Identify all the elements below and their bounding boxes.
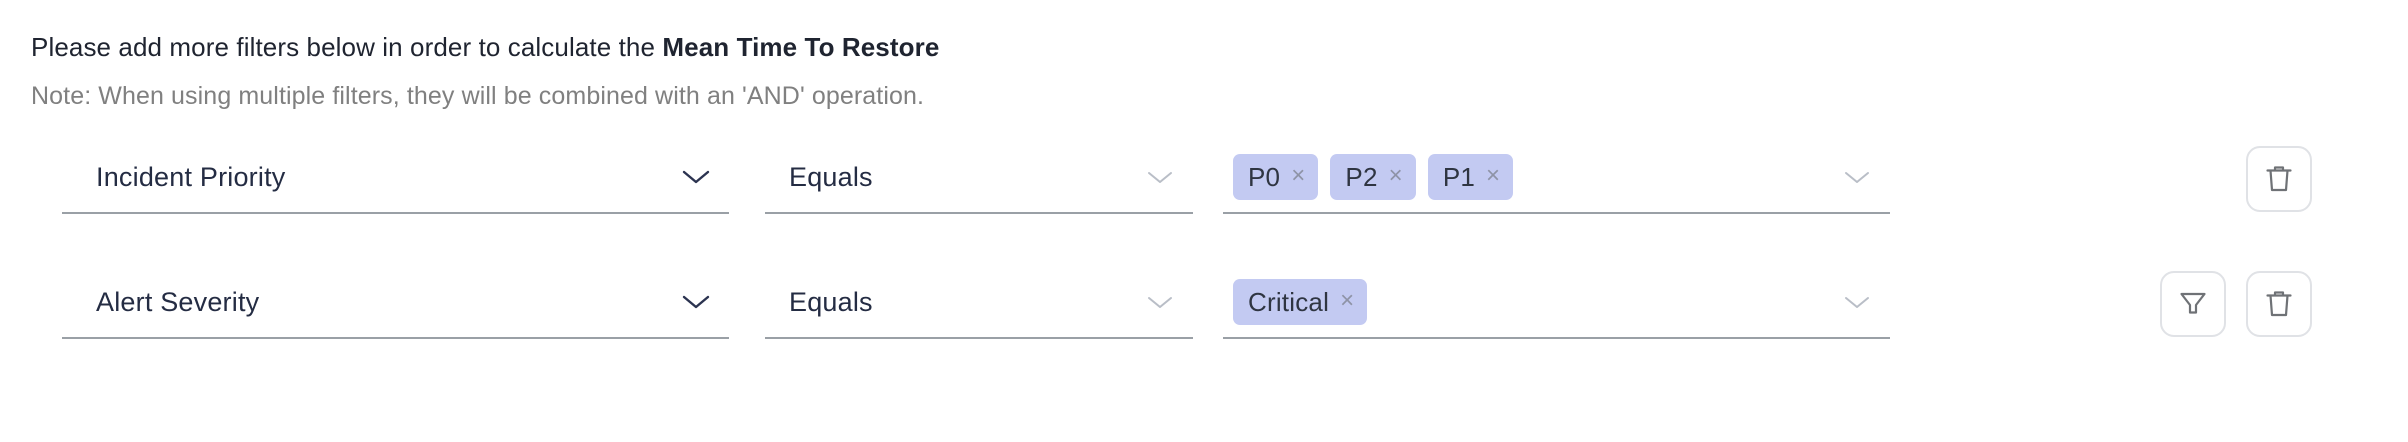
row-actions xyxy=(2246,146,2312,212)
trash-icon xyxy=(2264,288,2294,320)
row-actions xyxy=(2160,271,2312,337)
value-chip[interactable]: Critical × xyxy=(1233,279,1368,325)
chevron-down-icon[interactable] xyxy=(1842,168,1872,186)
attribute-select[interactable]: Alert Severity xyxy=(62,267,729,339)
attribute-select-value: Incident Priority xyxy=(96,162,286,192)
instruction-text: Please add more filters below in order t… xyxy=(31,32,2408,62)
values-multiselect[interactable]: P0 × P2 × P1 × xyxy=(1223,142,1890,214)
value-chip[interactable]: P1 × xyxy=(1427,154,1514,200)
remove-chip-icon[interactable]: × xyxy=(1340,287,1355,314)
metric-name: Mean Time To Restore xyxy=(662,32,940,62)
attribute-select-value: Alert Severity xyxy=(96,287,260,317)
filter-row: Incident Priority Equals P0 × xyxy=(0,142,2408,267)
value-chip-label: P0 xyxy=(1248,161,1281,192)
note-text: Note: When using multiple filters, they … xyxy=(31,82,925,110)
operator-select-value: Equals xyxy=(789,287,873,317)
trash-icon xyxy=(2264,163,2294,195)
remove-chip-icon[interactable]: × xyxy=(1291,162,1306,189)
value-chip[interactable]: P0 × xyxy=(1233,154,1319,200)
selected-values: Critical × xyxy=(1233,279,1880,325)
remove-chip-icon[interactable]: × xyxy=(1486,162,1501,189)
add-filter-button[interactable] xyxy=(2160,271,2226,337)
value-chip-label: P1 xyxy=(1442,161,1476,192)
value-chip-label: P2 xyxy=(1345,161,1378,192)
value-chip[interactable]: P2 × xyxy=(1330,154,1416,200)
operator-select-value: Equals xyxy=(789,162,873,192)
values-multiselect[interactable]: Critical × xyxy=(1223,267,1890,339)
chevron-down-icon[interactable] xyxy=(1145,168,1175,186)
attribute-select[interactable]: Incident Priority xyxy=(62,142,729,214)
funnel-icon xyxy=(2178,288,2208,320)
selected-values: P0 × P2 × P1 × xyxy=(1233,154,1880,200)
operator-select[interactable]: Equals xyxy=(765,267,1193,339)
filter-rows: Incident Priority Equals P0 × xyxy=(0,142,2408,392)
chevron-down-icon[interactable] xyxy=(681,168,711,186)
operator-select[interactable]: Equals xyxy=(765,142,1193,214)
chevron-down-icon[interactable] xyxy=(1145,293,1175,311)
delete-filter-button[interactable] xyxy=(2246,146,2312,212)
remove-chip-icon[interactable]: × xyxy=(1388,162,1403,189)
delete-filter-button[interactable] xyxy=(2246,271,2312,337)
instruction-prefix: Please add more filters below in order t… xyxy=(31,32,663,62)
value-chip-label: Critical xyxy=(1248,286,1330,317)
filter-row: Alert Severity Equals Critical × xyxy=(0,267,2408,392)
chevron-down-icon[interactable] xyxy=(681,293,711,311)
chevron-down-icon[interactable] xyxy=(1842,293,1872,311)
